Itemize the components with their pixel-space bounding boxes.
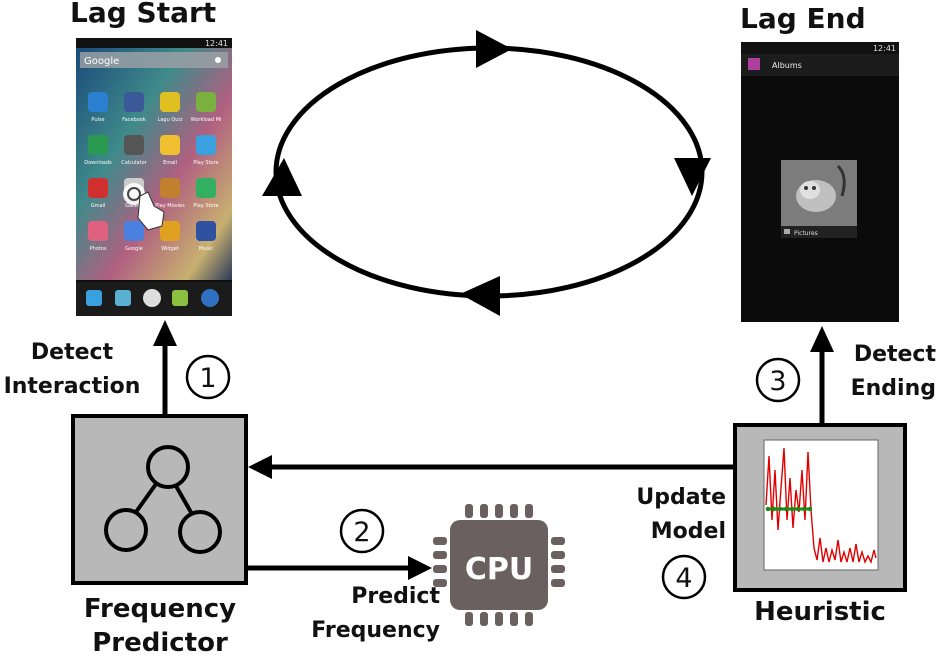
contacts-icon bbox=[115, 290, 131, 306]
app-label: Music bbox=[199, 246, 213, 252]
step-4-number: 4 bbox=[675, 563, 692, 594]
app-label: Lagu Quiz bbox=[158, 117, 183, 123]
frequency-predictor-box bbox=[71, 414, 248, 585]
heuristic-label: Heuristic bbox=[754, 597, 886, 627]
app-icon[interactable] bbox=[88, 221, 108, 241]
app-label: Pulse bbox=[91, 117, 104, 123]
trend-marker bbox=[777, 506, 783, 512]
frequency-predictor-label: Frequency Predictor bbox=[83, 594, 237, 658]
app-icon[interactable] bbox=[196, 178, 216, 198]
app-icon[interactable] bbox=[196, 92, 216, 112]
step-2-circle bbox=[339, 508, 385, 554]
status-time-end: 12:41 bbox=[873, 44, 896, 53]
app-label: Calculator bbox=[121, 160, 147, 166]
arrowhead-detect-interaction bbox=[153, 320, 177, 346]
folder-icon bbox=[784, 229, 790, 234]
cycle-arrow-left bbox=[262, 158, 302, 196]
arrowhead-detect-ending bbox=[810, 326, 834, 352]
app-label: Play Store bbox=[193, 203, 218, 209]
app-icon[interactable] bbox=[88, 92, 108, 112]
update-model-label: Update Model bbox=[636, 485, 726, 544]
phone-icon bbox=[86, 290, 102, 306]
step-circles: 1 2 3 4 bbox=[185, 354, 801, 600]
album-label: Pictures bbox=[794, 230, 818, 237]
app-label: Facebook bbox=[122, 117, 146, 123]
app-icon[interactable] bbox=[124, 92, 144, 112]
gallery-app-icon bbox=[748, 58, 760, 70]
lag-start-title: Lag Start bbox=[70, 0, 217, 29]
app-icon[interactable] bbox=[196, 221, 216, 241]
node-top-icon bbox=[146, 445, 190, 489]
cycle-arrow-right bbox=[674, 158, 711, 196]
signal-line bbox=[765, 447, 877, 565]
app-label: Gallery bbox=[125, 203, 143, 209]
app-label: Play Movies bbox=[155, 203, 185, 209]
arrowhead-predict-frequency bbox=[408, 556, 432, 580]
trend-marker bbox=[807, 506, 813, 512]
app-label: Workload Mi bbox=[191, 117, 222, 123]
google-search-bar bbox=[80, 52, 228, 68]
connector-arrows bbox=[153, 320, 834, 580]
dock-icons bbox=[86, 289, 219, 307]
trend-markers bbox=[765, 506, 813, 512]
heuristic-box bbox=[733, 423, 907, 592]
app-label: Play Store bbox=[193, 160, 218, 166]
phone-lag-start: 12:41 Google Pulse Facebook Lagu Quiz Workl… bbox=[76, 38, 232, 316]
app-icon[interactable] bbox=[124, 135, 144, 155]
app-grid: Pulse Facebook Lagu Quiz Workload Mi Downloa… bbox=[84, 92, 221, 252]
status-time-start: 12:41 bbox=[205, 39, 228, 48]
trend-marker bbox=[789, 506, 795, 512]
phone-lag-end: 12:41 Albums Pictures bbox=[741, 42, 899, 322]
apps-drawer-icon bbox=[143, 289, 161, 307]
app-icon[interactable] bbox=[124, 221, 144, 241]
trend-marker bbox=[783, 506, 789, 512]
trend-marker bbox=[765, 506, 771, 512]
app-label: Gmail bbox=[91, 203, 106, 209]
trend-marker bbox=[795, 506, 801, 512]
cpu-chip-icon: CPU bbox=[433, 504, 565, 626]
detect-interaction-label: Detect Interaction bbox=[3, 340, 141, 399]
arrowhead-update-model bbox=[248, 455, 272, 479]
app-icon[interactable] bbox=[160, 135, 180, 155]
cycle-arrow-bottom bbox=[460, 276, 500, 316]
albums-header: Albums bbox=[772, 61, 802, 70]
cycle-loop bbox=[262, 30, 711, 316]
app-icon[interactable] bbox=[160, 221, 180, 241]
step-3-number: 3 bbox=[769, 366, 786, 397]
lag-end-title: Lag End bbox=[740, 2, 866, 35]
app-icon[interactable] bbox=[160, 178, 180, 198]
mic-icon bbox=[215, 57, 221, 63]
step-3-circle bbox=[755, 357, 801, 403]
node-right-icon bbox=[178, 510, 222, 554]
hand-pointer-icon bbox=[137, 191, 165, 231]
node-left-icon bbox=[104, 508, 148, 552]
app-label: Email bbox=[163, 160, 177, 166]
step-4-circle bbox=[661, 554, 707, 600]
app-label: Photos bbox=[90, 246, 107, 252]
cpu-label: CPU bbox=[465, 552, 533, 587]
app-label: Downloads bbox=[84, 160, 112, 166]
trend-marker bbox=[771, 506, 777, 512]
app-label: Google bbox=[125, 246, 143, 252]
step-1-circle bbox=[185, 354, 231, 400]
browser-icon bbox=[201, 289, 219, 307]
messaging-icon bbox=[172, 290, 188, 306]
app-icon[interactable] bbox=[88, 135, 108, 155]
detect-ending-label: Detect Ending bbox=[850, 342, 936, 401]
predict-frequency-label: Predict Frequency bbox=[311, 584, 440, 643]
search-bar-label: Google bbox=[84, 56, 119, 67]
app-label: Widget bbox=[161, 246, 179, 252]
step-2-number: 2 bbox=[353, 517, 370, 548]
app-icon[interactable] bbox=[160, 92, 180, 112]
app-icon[interactable] bbox=[196, 135, 216, 155]
trend-marker bbox=[801, 506, 807, 512]
step-1-number: 1 bbox=[199, 363, 216, 394]
cycle-arrow-top bbox=[476, 30, 512, 68]
app-icon[interactable] bbox=[88, 178, 108, 198]
